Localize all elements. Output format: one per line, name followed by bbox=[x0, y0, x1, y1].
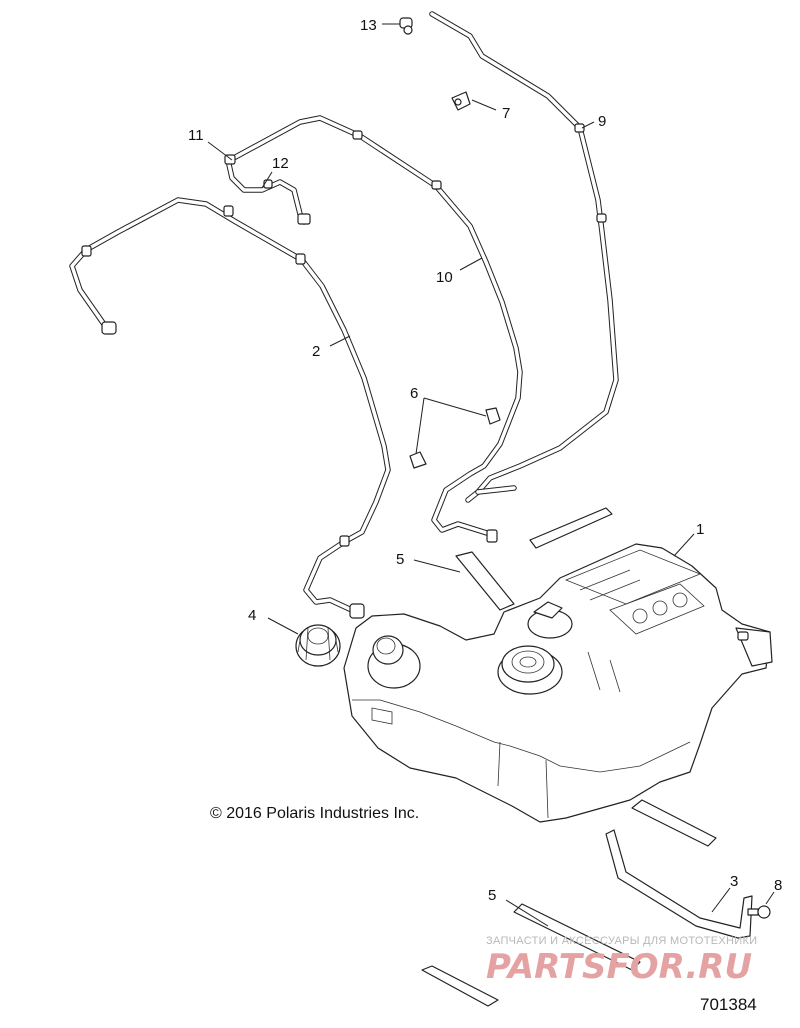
watermark-logo: PARTSFOR.RU bbox=[486, 947, 752, 987]
callout-9: 9 bbox=[598, 113, 606, 130]
clip-6b bbox=[409, 451, 427, 469]
callout-2: 2 bbox=[312, 343, 320, 360]
callout-6: 6 bbox=[410, 385, 418, 402]
callout-5-lower: 5 bbox=[488, 887, 496, 904]
clip-6a bbox=[485, 407, 501, 425]
pad-top-right bbox=[529, 507, 613, 549]
watermark: ЗАПЧАСТИ И АКСЕССУАРЫ ДЛЯ МОТОТЕХНИКИ PA… bbox=[486, 935, 757, 987]
clamp-13 bbox=[399, 17, 413, 35]
callout-13: 13 bbox=[360, 17, 377, 34]
callout-4: 4 bbox=[248, 607, 256, 624]
fuel-hose-2 bbox=[69, 197, 391, 619]
fuel-cap-4 bbox=[295, 624, 341, 667]
callout-7: 7 bbox=[502, 105, 510, 122]
pad-lower-right bbox=[631, 799, 717, 847]
callout-10: 10 bbox=[436, 269, 453, 286]
pad-5-lower bbox=[513, 903, 641, 971]
callout-8: 8 bbox=[774, 877, 782, 894]
drawing-number: 701384 bbox=[700, 995, 757, 1014]
clip-7 bbox=[451, 91, 471, 111]
hose-12 bbox=[224, 154, 311, 225]
vent-hose-9 bbox=[429, 11, 619, 503]
pad-bottom bbox=[421, 965, 499, 1007]
callout-5-upper: 5 bbox=[396, 551, 404, 568]
bolt-8 bbox=[747, 905, 771, 919]
strap-3 bbox=[605, 829, 753, 939]
callout-3: 3 bbox=[730, 873, 738, 890]
watermark-tagline: ЗАПЧАСТИ И АКСЕССУАРЫ ДЛЯ МОТОТЕХНИКИ bbox=[486, 935, 757, 947]
leader-lines bbox=[207, 23, 775, 927]
pad-5-upper bbox=[455, 551, 515, 611]
callout-1: 1 bbox=[696, 521, 704, 538]
callout-11: 11 bbox=[188, 127, 204, 144]
fuel-tank-1 bbox=[343, 543, 773, 823]
vent-hose-10 bbox=[227, 115, 523, 543]
copyright-notice: © 2016 Polaris Industries Inc. bbox=[210, 805, 419, 822]
callout-12: 12 bbox=[272, 155, 289, 172]
